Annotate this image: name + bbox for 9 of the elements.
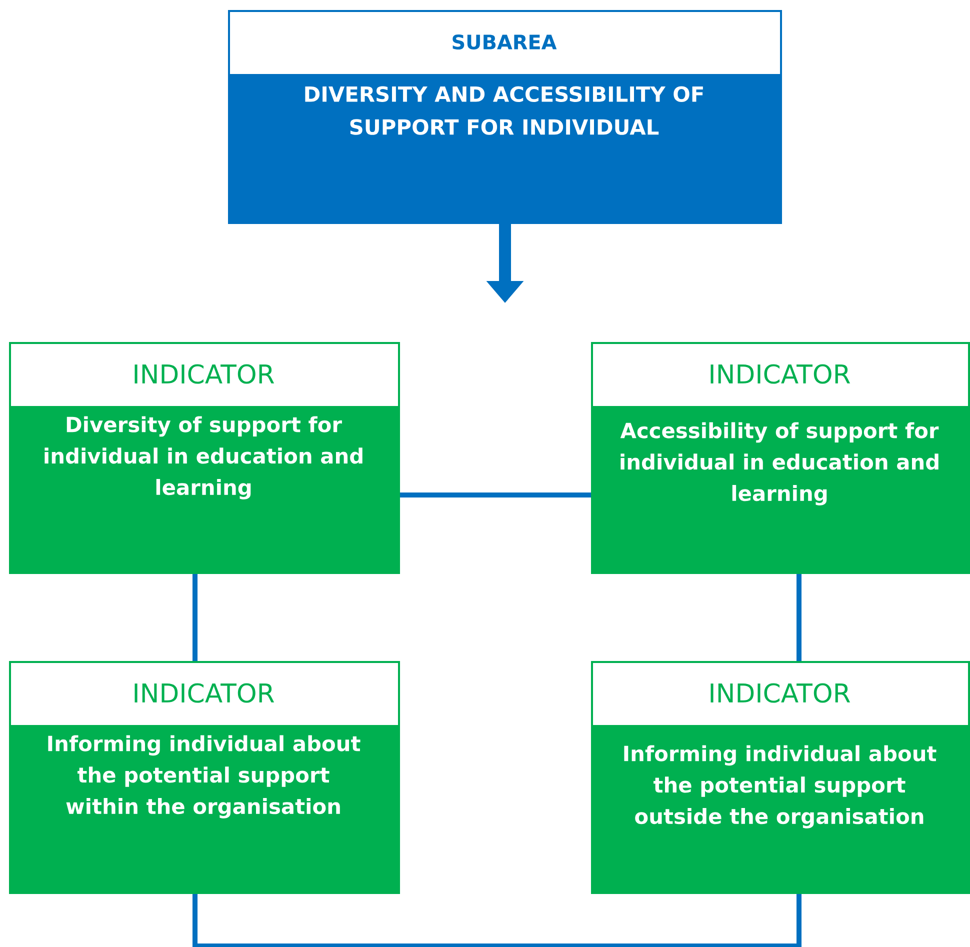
connector-line: [192, 894, 802, 947]
subarea-box: SUBAREA DIVERSITY AND ACCESSIBILITY OF SUPPORT FOR INDIVIDUAL: [228, 10, 782, 224]
indicator-box: INDICATOR Diversity of support for individual in education and learning: [9, 342, 400, 574]
indicator-box: INDICATOR Informing individual about the potential support within the organisation: [9, 661, 400, 894]
connector-line: [400, 492, 591, 498]
connector-line: [796, 574, 802, 661]
indicator-box: INDICATOR Informing individual about the potential support outside the organisation: [591, 661, 970, 894]
indicator-box: INDICATOR Accessibility of support for individual in education and learning: [591, 342, 970, 574]
connector-line: [192, 574, 198, 661]
